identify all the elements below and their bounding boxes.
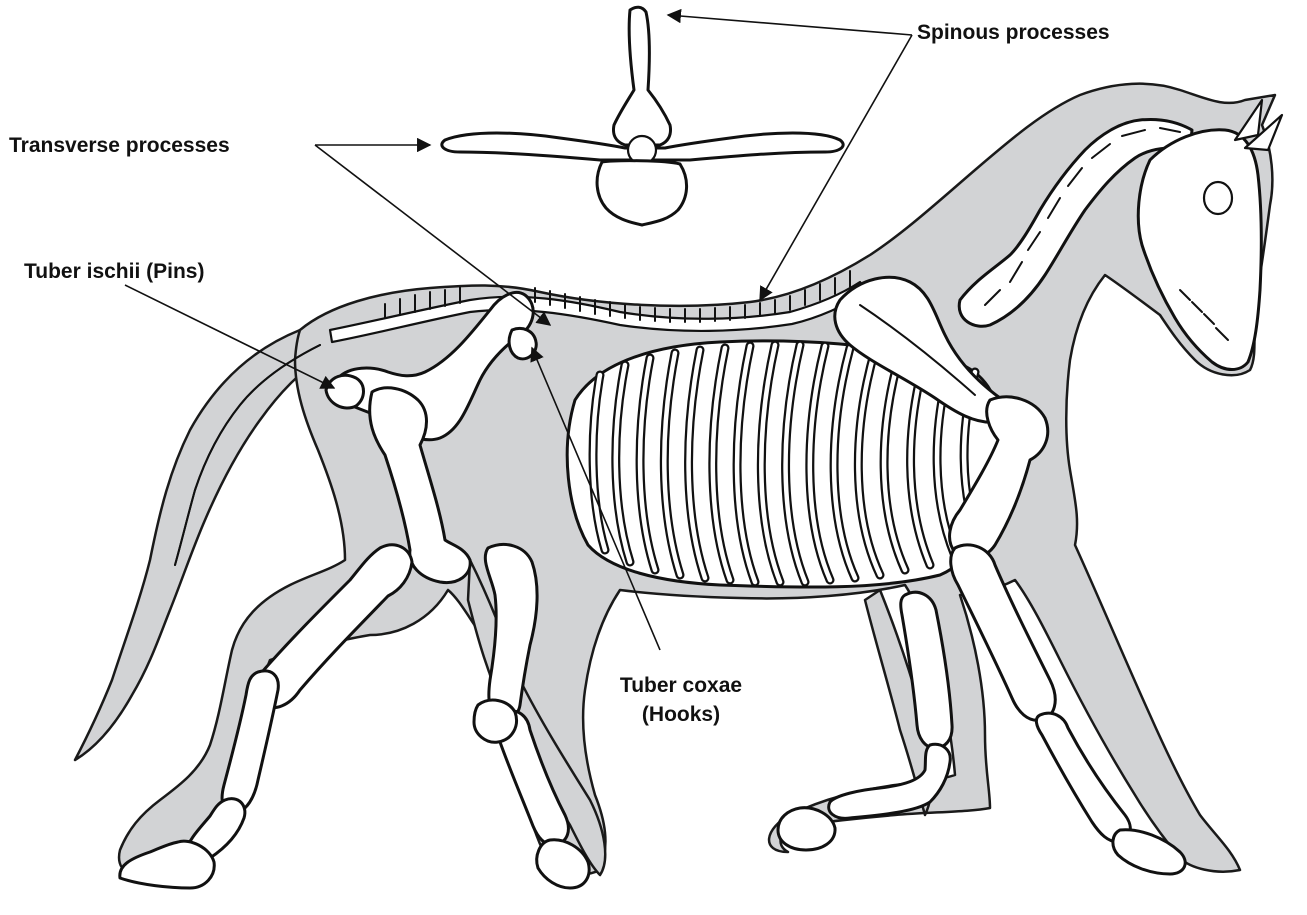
label-spinous-processes: Spinous processes [917, 21, 1110, 44]
label-tuber-coxae: Tuber coxae [620, 674, 742, 697]
vertebra-spine [613, 7, 670, 145]
tuber-coxae-bone [509, 329, 536, 359]
eye-orbit [1204, 182, 1232, 214]
far-fore-hoof [778, 808, 835, 850]
spinous-arrow-top [668, 15, 912, 35]
vertebra-body [597, 161, 687, 225]
hock [474, 700, 516, 742]
label-tuber-ischii: Tuber ischii (Pins) [24, 260, 204, 283]
label-transverse-processes: Transverse processes [9, 134, 230, 157]
vertebra-cross-section [442, 7, 843, 225]
label-tuber-coxae-hooks: (Hooks) [642, 703, 720, 726]
tuber-ischii-bone [326, 375, 364, 408]
